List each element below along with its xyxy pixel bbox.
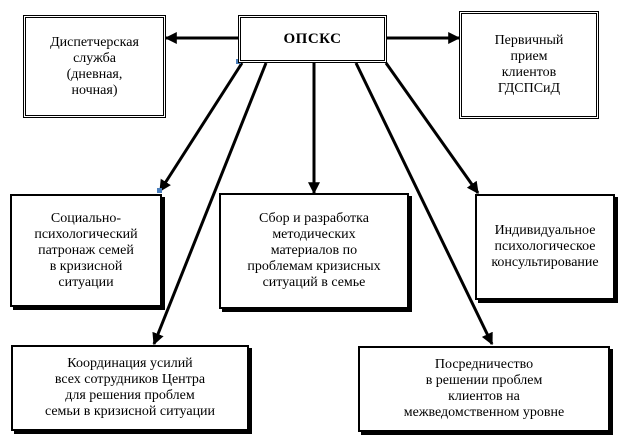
materials-line: Сбор и разработка [259,211,369,226]
dispatch-text: Диспетчерская служба (дневная, ночная) [50,35,139,99]
center-label: ОПСКС [283,31,342,47]
mediation-line: клиентов на [448,389,520,404]
coordination-line: семьи в кризисной ситуации [44,404,216,419]
handle-dot [157,188,162,193]
coordination-line: всех сотрудников Центра [54,372,206,387]
patronage-box: Социально- психологический патронаж семе… [10,194,162,307]
primary-reception-line: клиентов [501,65,557,80]
patronage-line: Социально- [50,210,122,226]
arrow-to-coordination [152,62,268,346]
dispatch-line: служба [73,50,116,66]
coordination-box: Координация усилий всех сотрудников Цент… [11,345,249,431]
materials-line: проблемам кризисных [247,259,381,274]
primary-reception-box: Первичный прием клиентов ГДСПСиД [459,11,599,119]
mediation-text: Посредничество в решении проблем клиенто… [404,357,565,421]
mediation-box: Посредничество в решении проблем клиенто… [358,346,610,432]
coordination-text: Координация усилий всех сотрудников Цент… [45,356,215,420]
patronage-text: Социально- психологический патронаж семе… [34,211,137,291]
dispatch-box: Диспетчерская служба (дневная, ночная) [23,15,166,118]
arrow-to-individual-counseling [384,62,480,194]
dispatch-line: Диспетчерская [50,34,139,50]
individual-counseling-text: Индивидуальное психологическое консульти… [491,223,598,271]
primary-reception-line: ГДСПСиД [497,81,561,96]
dispatch-line: (дневная, [66,66,123,82]
arrow-to-patronage [158,62,244,193]
primary-reception-text: Первичный прием клиентов ГДСПСиД [495,33,564,97]
patronage-line: ситуации [58,274,114,290]
coordination-line: Координация усилий [67,356,193,371]
materials-line: методических [272,227,356,242]
individual-counseling-box: Индивидуальное психологическое консульти… [475,194,615,300]
patronage-line: в кризисной [49,258,123,274]
primary-reception-line: прием [510,49,548,64]
individual-counseling-line: консультирование [491,255,599,270]
materials-line: материалов по [270,243,358,258]
individual-counseling-line: психологическое [494,239,596,254]
dispatch-line: ночная) [71,82,118,98]
mediation-line: Посредничество [434,357,534,372]
patronage-line: психологический [34,226,138,242]
patronage-line: патронаж семей [38,242,134,258]
materials-text: Сбор и разработка методических материало… [247,211,380,291]
individual-counseling-line: Индивидуальное [494,223,596,238]
mediation-line: в решении проблем [425,373,543,388]
materials-line: ситуаций в семье [262,275,366,290]
coordination-line: для решения проблем [65,388,195,403]
materials-box: Сбор и разработка методических материало… [219,193,409,309]
arrow-to-mediation [354,62,494,346]
primary-reception-line: Первичный [494,33,564,48]
center-box: ОПСКС [238,15,387,63]
mediation-line: межведомственном уровне [403,405,565,420]
